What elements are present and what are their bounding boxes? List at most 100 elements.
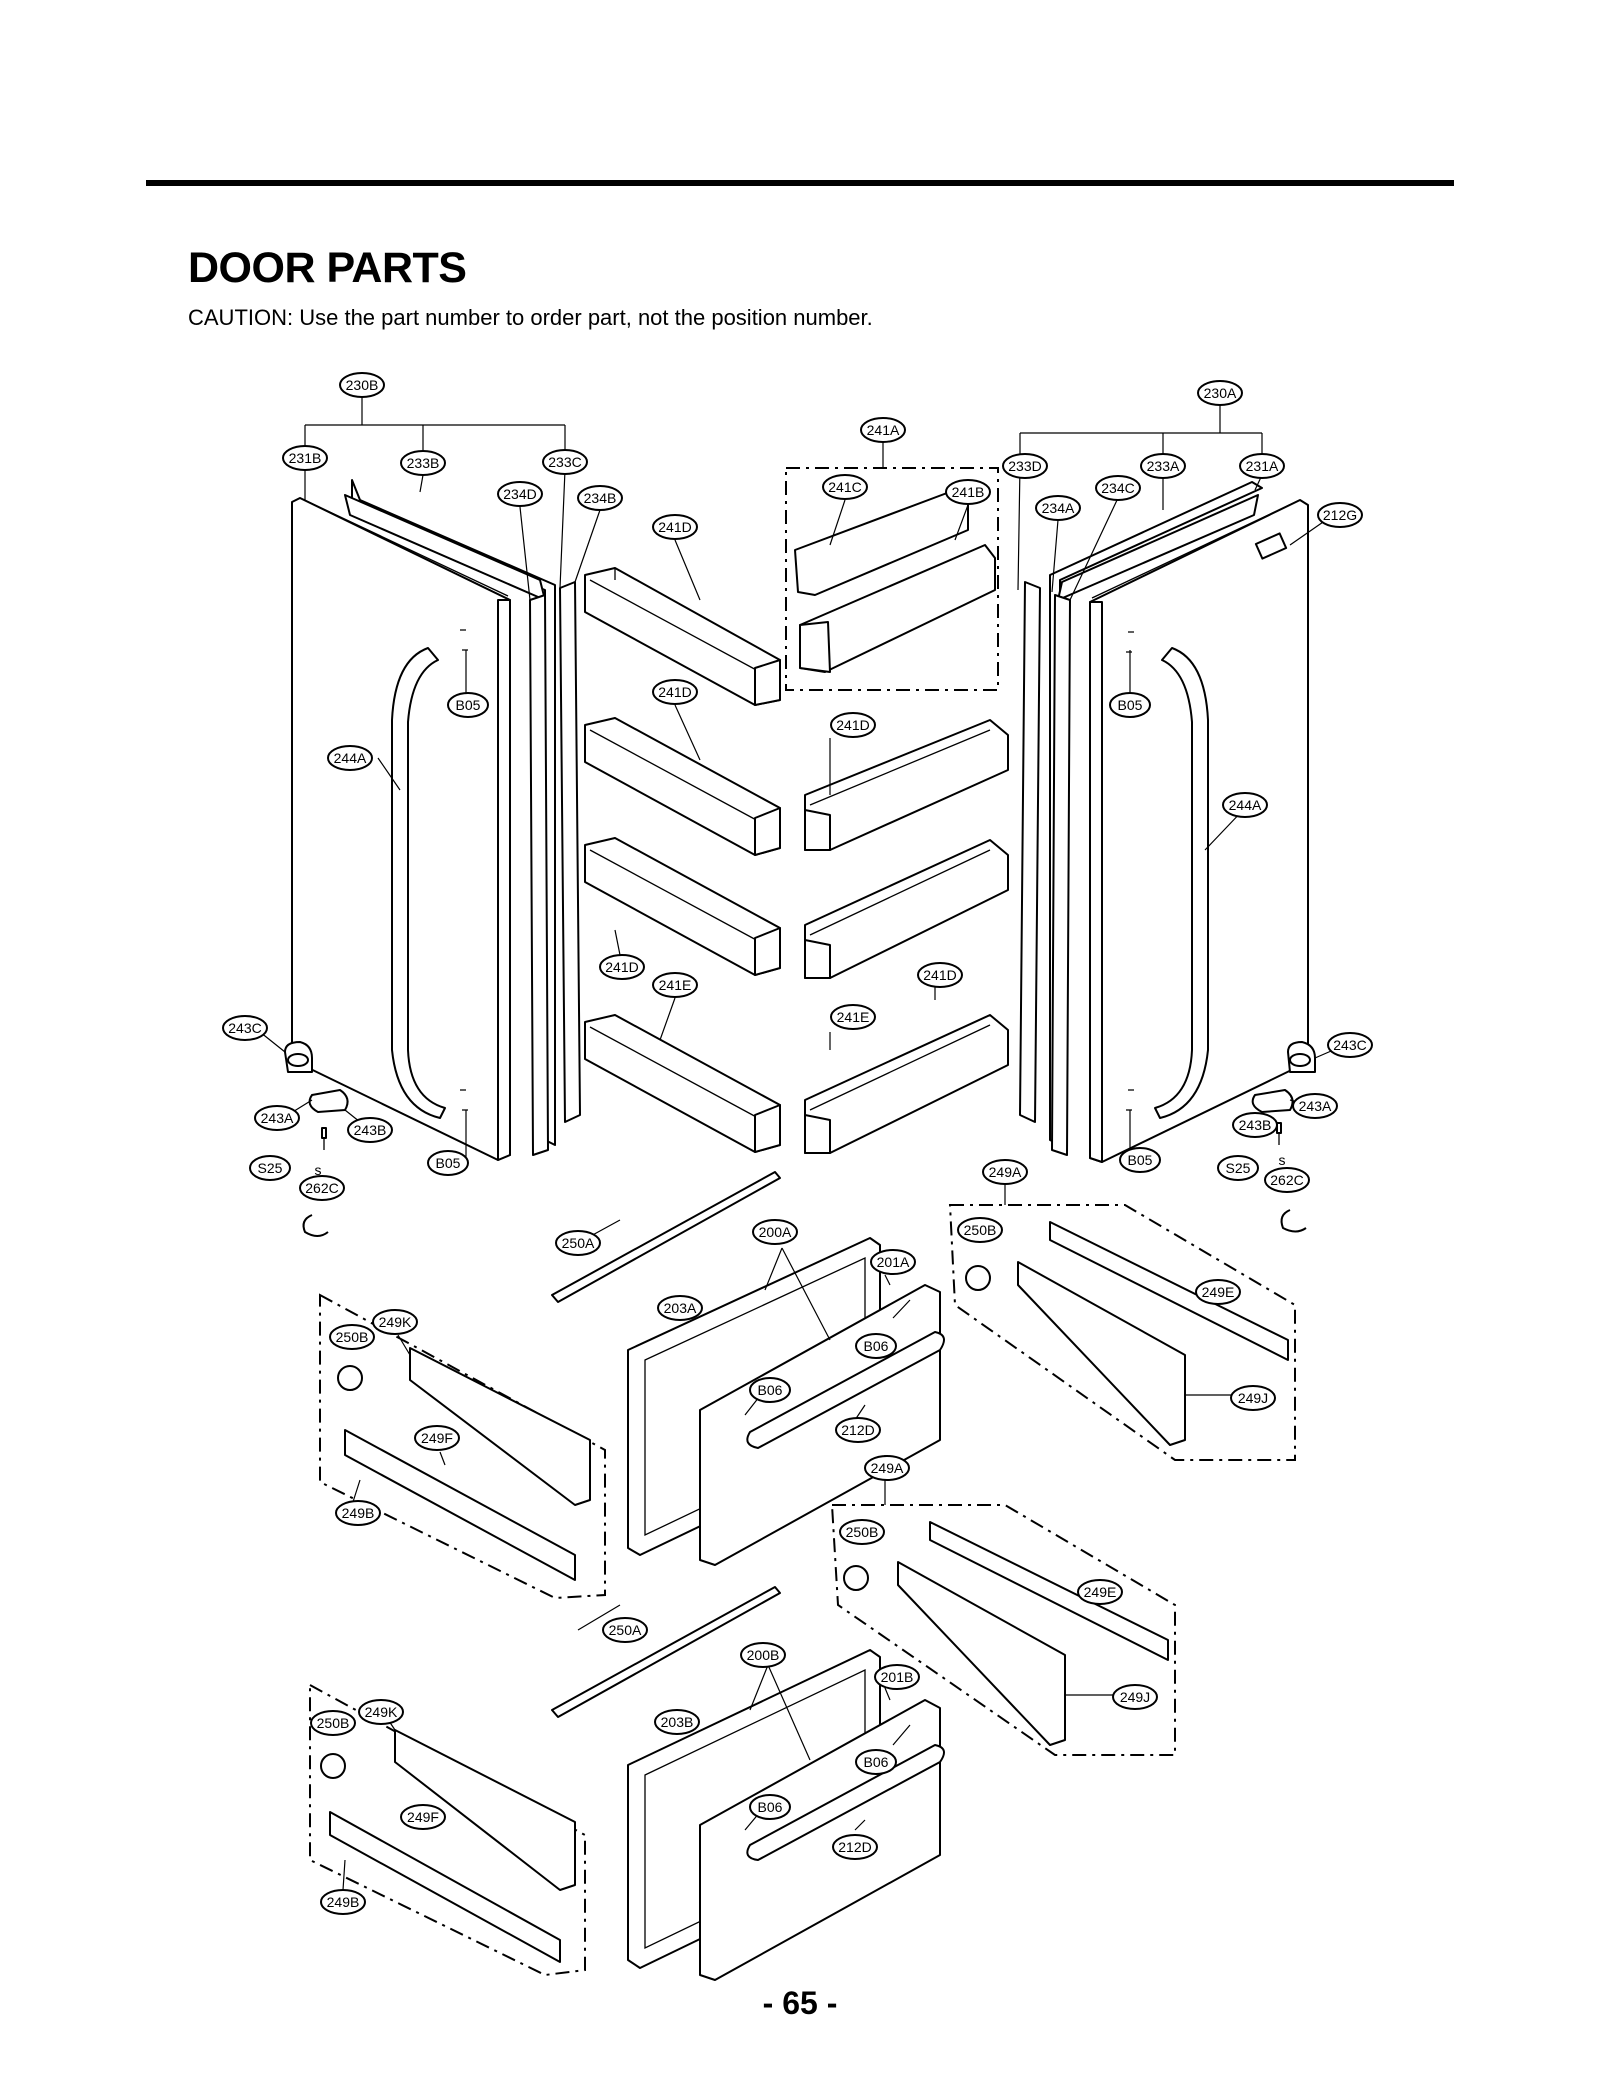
callout-249K-2: 249K (358, 1699, 404, 1725)
callout-262C-1: 262C (299, 1175, 345, 1201)
bin-right-1 (804, 719, 1009, 851)
svg-text:234D: 234D (503, 486, 536, 502)
callout-243A-2: 243A (1292, 1093, 1338, 1119)
svg-text:241D: 241D (658, 684, 691, 700)
svg-text:243A: 243A (261, 1110, 294, 1126)
door-bins (584, 467, 1009, 1154)
callout-233B: 233B (400, 450, 446, 476)
callout-249B-2: 249B (320, 1889, 366, 1915)
svg-text:233C: 233C (548, 454, 581, 470)
svg-text:230B: 230B (346, 377, 379, 393)
svg-text:249F: 249F (421, 1430, 453, 1446)
page-number: - 65 - (762, 1985, 838, 2021)
callout-B05-3: B05 (427, 1150, 469, 1176)
bin-right-2 (804, 839, 1009, 979)
svg-text:262C: 262C (305, 1180, 338, 1196)
callout-233D: 233D (1002, 453, 1048, 479)
callout-243A-1: 243A (254, 1105, 300, 1131)
bin-left-1 (584, 567, 781, 706)
svg-text:B06: B06 (758, 1799, 783, 1815)
callout-243C-1: 243C (222, 1015, 268, 1041)
svg-text:241D: 241D (836, 717, 869, 733)
callout-234D: 234D (497, 481, 543, 507)
callout-250B-3: 250B (839, 1519, 885, 1545)
callout-234A: 234A (1035, 495, 1081, 521)
callout-262C-2: 262C (1264, 1167, 1310, 1193)
callout-250B-2: 250B (329, 1324, 375, 1350)
svg-text:249B: 249B (342, 1505, 375, 1521)
svg-text:249A: 249A (871, 1460, 904, 1476)
svg-text:212D: 212D (838, 1839, 871, 1855)
svg-text:241D: 241D (605, 959, 638, 975)
svg-text:212G: 212G (1323, 507, 1357, 523)
svg-text:231B: 231B (289, 450, 322, 466)
page-title: DOOR PARTS (188, 244, 467, 292)
bin-left-2 (584, 717, 781, 856)
svg-text:249B: 249B (327, 1894, 360, 1910)
svg-text:243B: 243B (354, 1122, 387, 1138)
callout-200B: 200B (740, 1642, 786, 1668)
svg-text:249K: 249K (379, 1314, 412, 1330)
callout-249B-1: 249B (335, 1500, 381, 1526)
callout-244A-1: 244A (327, 745, 373, 771)
callout-233C: 233C (542, 449, 588, 475)
svg-text:249J: 249J (1120, 1689, 1150, 1705)
svg-text:243C: 243C (1333, 1037, 1366, 1053)
svg-text:241D: 241D (923, 967, 956, 983)
callout-241C: 241C (822, 474, 868, 500)
svg-text:262C: 262C (1270, 1172, 1303, 1188)
callout-249J-2: 249J (1112, 1684, 1158, 1710)
svg-text:234A: 234A (1042, 500, 1075, 516)
callout-201B: 201B (874, 1664, 920, 1690)
callout-250A-1: 250A (555, 1230, 601, 1256)
callout-241D-2: 241D (652, 679, 698, 705)
bin-right-3 (804, 1014, 1009, 1154)
callout-B06-3: B06 (855, 1749, 897, 1775)
svg-text:200A: 200A (759, 1224, 792, 1240)
svg-text:S25: S25 (258, 1160, 283, 1176)
callout-bubbles: 230B 230A 231B 233B 233C 234D 234B 241A … (222, 372, 1373, 1915)
svg-text:241E: 241E (837, 1009, 870, 1025)
callout-203B: 203B (654, 1709, 700, 1735)
callout-200A: 200A (752, 1219, 798, 1245)
callout-241D-3: 241D (830, 712, 876, 738)
svg-text:B06: B06 (758, 1382, 783, 1398)
svg-text:241B: 241B (952, 484, 985, 500)
callout-241B: 241B (945, 479, 991, 505)
svg-text:B05: B05 (1128, 1152, 1153, 1168)
callout-212D-1: 212D (835, 1417, 881, 1443)
svg-text:203B: 203B (661, 1714, 694, 1730)
left-door-assembly (284, 479, 581, 1237)
svg-text:243C: 243C (228, 1020, 261, 1036)
right-door-assembly (1019, 481, 1316, 1233)
svg-text:B05: B05 (436, 1155, 461, 1171)
svg-text:234B: 234B (584, 490, 617, 506)
callout-244A-2: 244A (1222, 792, 1268, 818)
svg-text:244A: 244A (334, 750, 367, 766)
left-door-handle (391, 647, 446, 1119)
callout-B05-4: B05 (1119, 1147, 1161, 1173)
callout-B06-4: B06 (749, 1794, 791, 1820)
svg-text:250B: 250B (336, 1329, 369, 1345)
label-s-2: s (1279, 1152, 1286, 1168)
callout-S25-1: S25 (249, 1155, 291, 1181)
svg-text:241A: 241A (867, 422, 900, 438)
right-door-handle (1154, 647, 1209, 1119)
svg-text:203A: 203A (664, 1300, 697, 1316)
callout-250B-4: 250B (310, 1710, 356, 1736)
svg-text:249E: 249E (1202, 1284, 1235, 1300)
svg-text:249E: 249E (1084, 1584, 1117, 1600)
svg-text:200B: 200B (747, 1647, 780, 1663)
strip-250A-upper (551, 1171, 781, 1303)
callout-241D-4: 241D (599, 954, 645, 980)
callout-243C-2: 243C (1327, 1032, 1373, 1058)
svg-text:B05: B05 (456, 697, 481, 713)
callout-231A: 231A (1239, 453, 1285, 479)
callout-230A: 230A (1197, 380, 1243, 406)
svg-text:243A: 243A (1299, 1098, 1332, 1114)
callout-241D-5: 241D (917, 962, 963, 988)
callout-249A-2: 249A (864, 1455, 910, 1481)
callout-B05-1: B05 (447, 692, 489, 718)
svg-text:250A: 250A (562, 1235, 595, 1251)
